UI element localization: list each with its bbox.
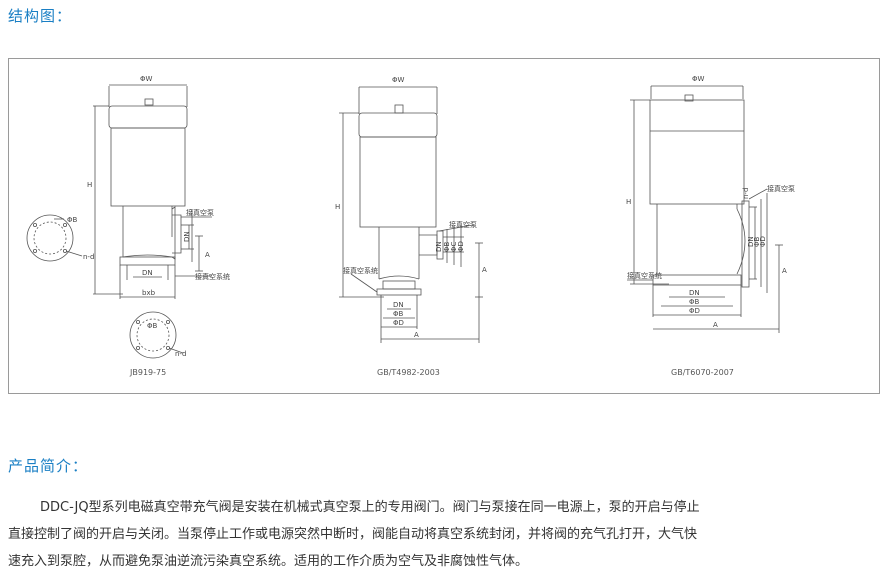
fig1-label-nd2: n-d: [175, 350, 186, 358]
fig1-label-b: ΦB: [67, 216, 78, 224]
fig3-label-a: A: [782, 267, 787, 275]
fig2-label-system: 接真空系统: [343, 266, 378, 275]
fig1-label-system: 接真空系统: [195, 272, 230, 281]
fig3-label-d2: ΦD: [759, 236, 767, 247]
fig1-label-dn-bottom: DN: [142, 269, 153, 277]
fig3-label-w: ΦW: [692, 75, 705, 83]
fig2-label-h: H: [335, 203, 340, 211]
fig3-label-pump: 接真空泵: [767, 184, 795, 193]
fig1-label-pump: 接真空泵: [186, 208, 214, 217]
structure-diagram-title: 结构图：: [8, 7, 73, 25]
fig2-label-a: A: [482, 266, 487, 274]
fig3-caption: GB/T6070-2007: [671, 368, 734, 377]
fig1-label-nd: n-d: [83, 253, 94, 261]
fig1-caption: JB919-75: [129, 368, 166, 377]
fig2-label-dn-bottom: DN: [393, 301, 404, 309]
fig2-label-a-bottom: A: [414, 331, 419, 339]
fig2-label-pump: 接真空泵: [449, 220, 477, 229]
product-intro-text: DDC-JQ型系列电磁真空带充气阀是安装在机械式真空泵上的专用阀门。阀门与泵接在…: [8, 494, 878, 575]
fig3-label-system: 接真空系统: [627, 271, 662, 280]
structure-diagram-frame: ΦW H DN A ΦB n-d DN bxb 接真空泵 接真空系统 ΦB n-…: [8, 58, 880, 394]
fig3-label-dn-bottom: DN: [689, 289, 700, 297]
intro-line-3: 速充入到泵腔，从而避免泵油逆流污染真空系统。适用的工作介质为空气及非腐蚀性气体。: [8, 554, 529, 569]
fig2-label-d3: ΦD: [457, 241, 465, 252]
fig2-caption: GB/T4982-2003: [377, 368, 440, 377]
fig1-label-w: ΦW: [140, 75, 153, 83]
fig3-label-h: H: [626, 198, 631, 206]
fig2-label-d4: ΦB: [393, 310, 404, 318]
fig2-label-d1: ΦB: [443, 241, 451, 252]
fig1-label-b2: ΦB: [147, 322, 158, 330]
fig3-label-dn: DN: [747, 236, 755, 247]
product-intro-title: 产品简介：: [8, 457, 89, 475]
fig3-label-a-bottom: A: [713, 321, 718, 329]
fig2-label-d2: ΦC: [450, 241, 458, 252]
fig3-label-d3: ΦB: [689, 298, 700, 306]
fig1-label-h: H: [87, 181, 92, 189]
intro-line-1: DDC-JQ型系列电磁真空带充气阀是安装在机械式真空泵上的专用阀门。阀门与泵接在…: [40, 500, 700, 515]
figure-jb919: [26, 84, 212, 359]
figure-gbt4982: [339, 86, 483, 343]
fig2-label-w: ΦW: [392, 76, 405, 84]
fig2-label-d5: ΦD: [393, 319, 404, 327]
structure-diagram: ΦW H DN A ΦB n-d DN bxb 接真空泵 接真空系统 ΦB n-…: [26, 75, 795, 377]
intro-line-2: 直接控制了阀的开启与关闭。当泵停止工作或电源突然中断时，阀能自动将真空系统封闭，…: [8, 527, 698, 542]
fig2-label-dn: DN: [435, 241, 443, 252]
figure-gbt6070: [627, 85, 783, 333]
fig3-label-nd: n-d: [742, 188, 750, 199]
fig3-label-d4: ΦD: [689, 307, 700, 315]
fig1-label-a: A: [205, 251, 210, 259]
fig1-label-dn: DN: [183, 231, 191, 242]
fig3-label-d1: ΦB: [753, 236, 761, 247]
fig1-label-bxb: bxb: [142, 289, 156, 297]
